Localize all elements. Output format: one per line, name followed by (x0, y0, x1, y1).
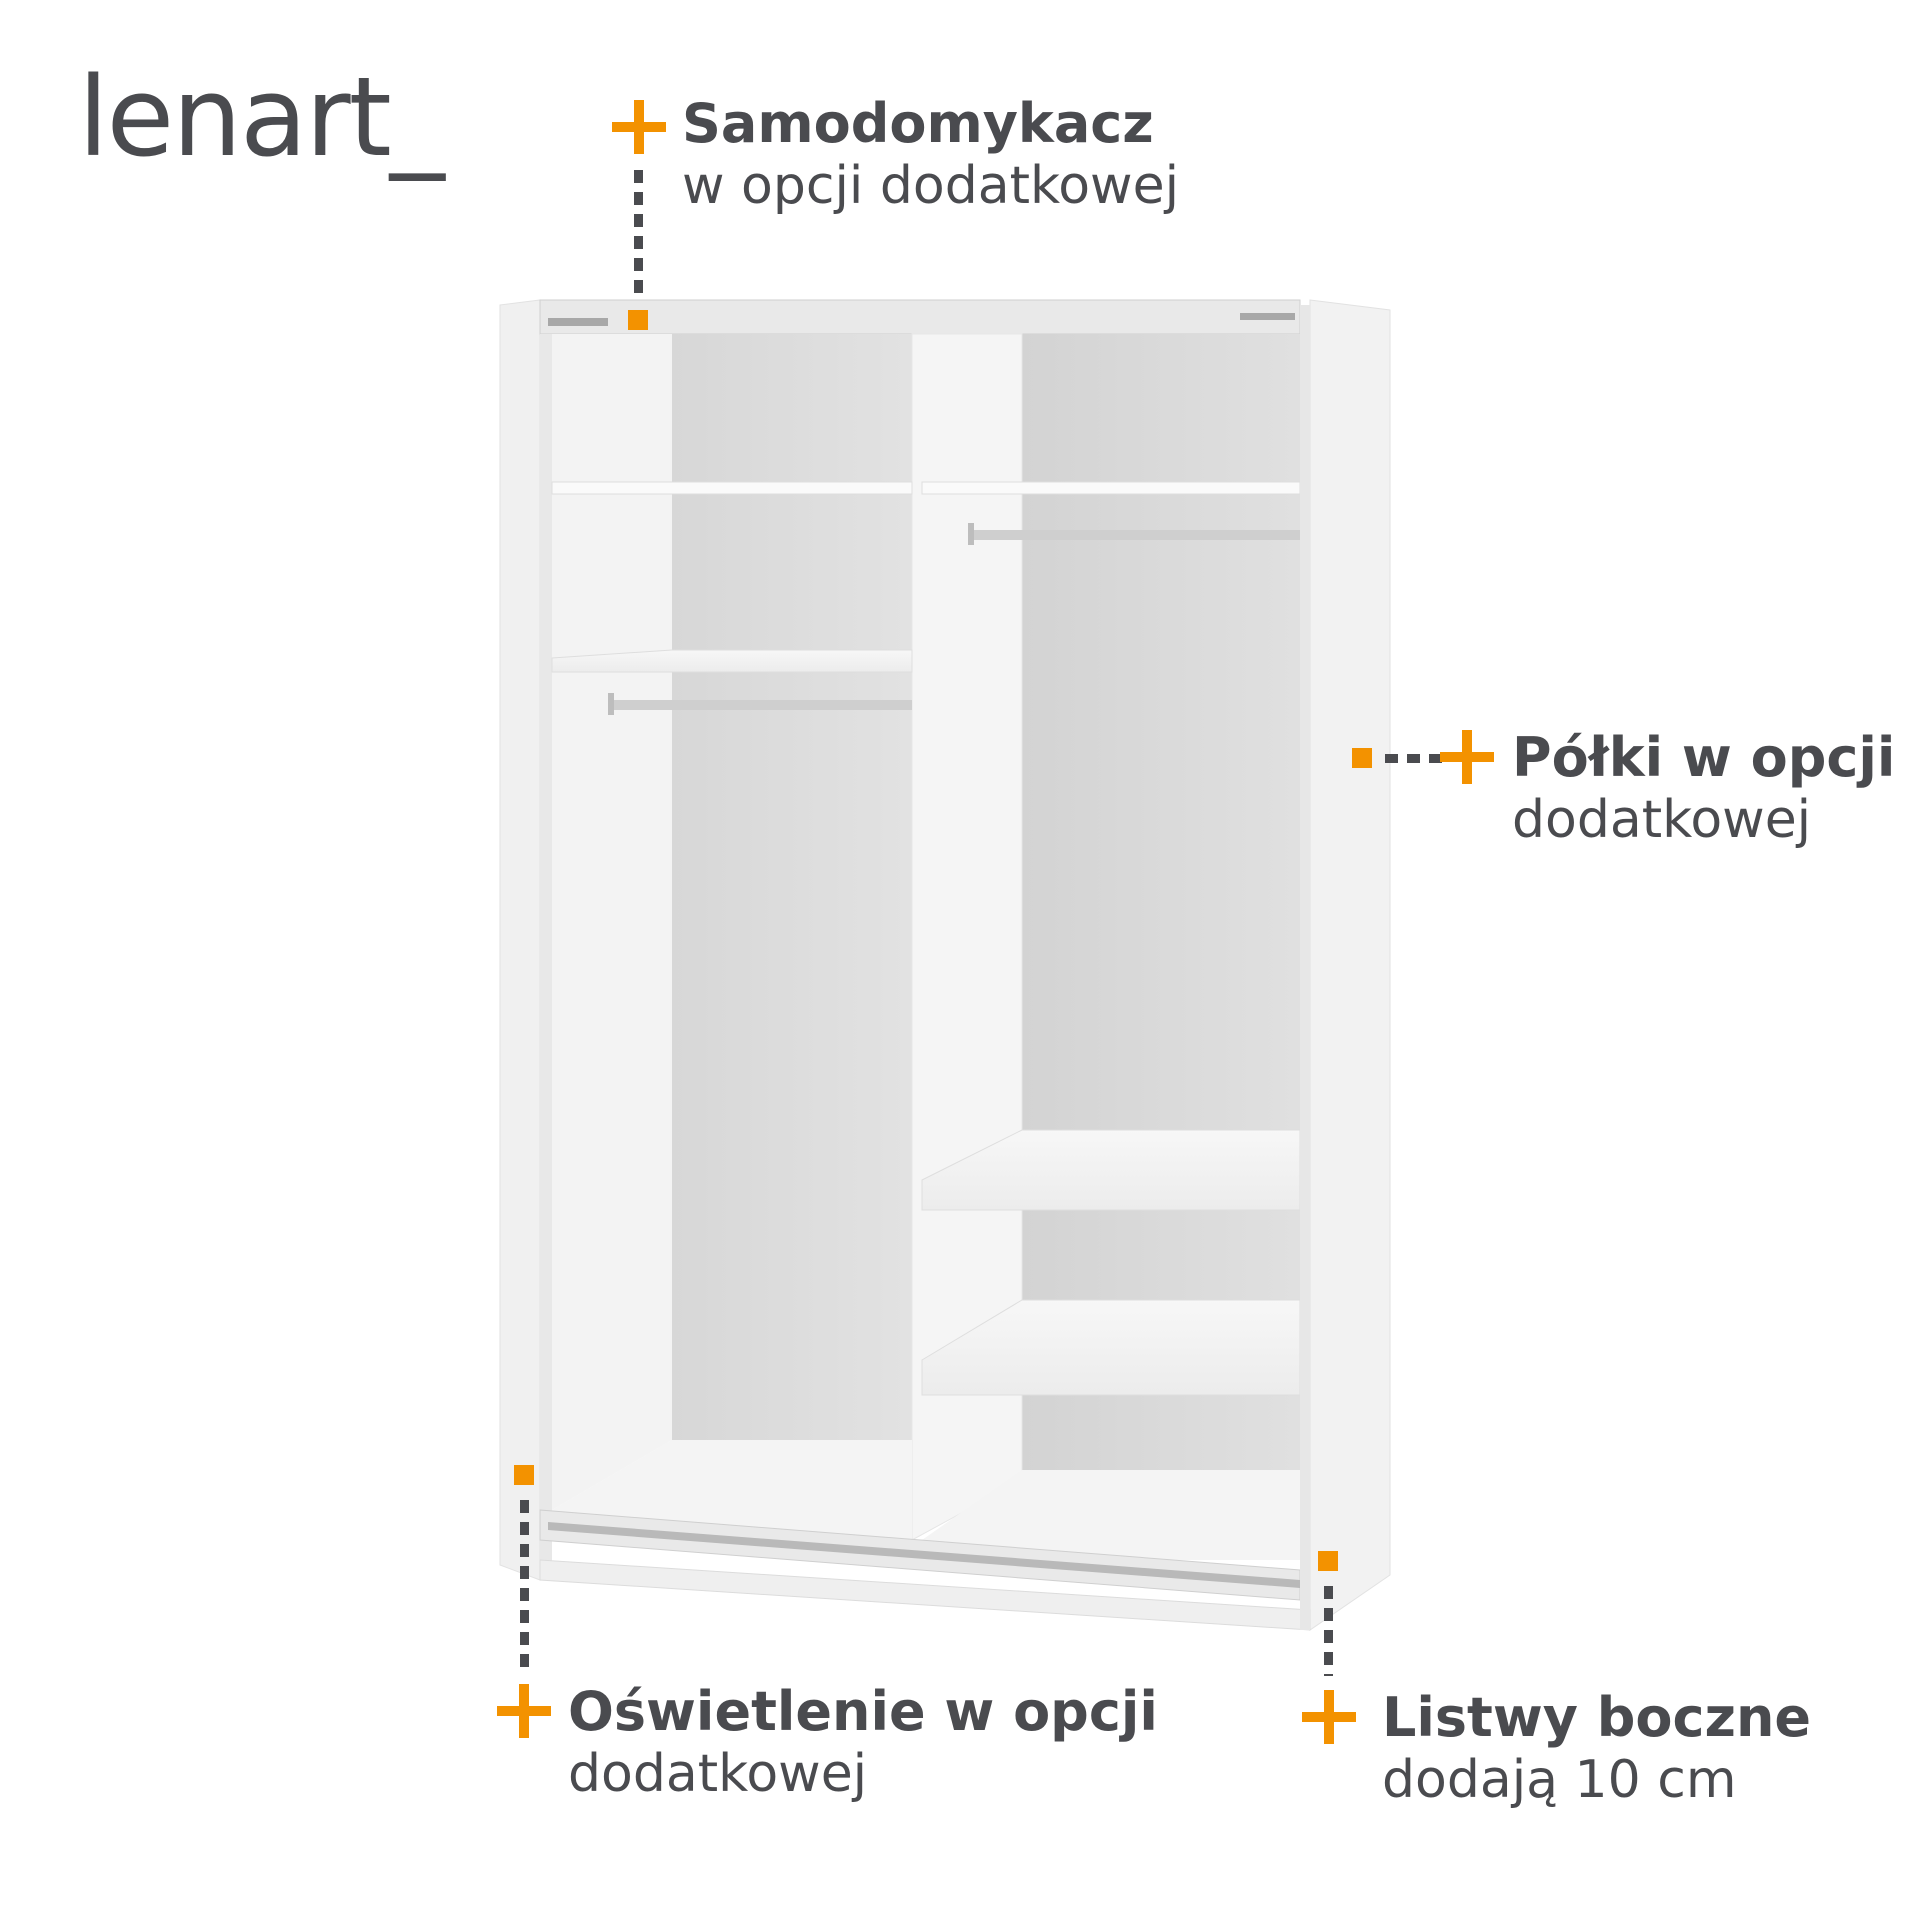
callout-shelves: Półki w opcji dodatkowej (1512, 726, 1895, 851)
dotted-connector (1385, 754, 1443, 763)
marker-shelves (1352, 748, 1372, 768)
callout-title: Listwy boczne (1382, 1686, 1812, 1749)
plus-icon (612, 100, 666, 154)
marker-soft-close (628, 310, 648, 330)
callout-subtitle: dodają 10 cm (1382, 1749, 1737, 1810)
callout-lighting: Oświetlenie w opcji dodatkowej (568, 1680, 1158, 1805)
callout-subtitle: dodatkowej (1512, 789, 1812, 850)
dotted-connector (1324, 1586, 1333, 1676)
brand-logo: lenart_ (78, 53, 445, 181)
plus-icon (497, 1684, 551, 1738)
plus-icon (1440, 730, 1494, 784)
plus-icon (1302, 1690, 1356, 1744)
callout-soft-close: Samodomykacz w opcji dodatkowej (682, 92, 1179, 217)
callout-title: Półki w opcji (1512, 726, 1896, 789)
callout-side-strips: Listwy boczne dodają 10 cm (1382, 1686, 1811, 1811)
callout-title: Oświetlenie w opcji (568, 1680, 1158, 1743)
marker-side-strips (1318, 1551, 1338, 1571)
callout-subtitle: dodatkowej (568, 1743, 868, 1804)
marker-lighting (514, 1465, 534, 1485)
dotted-connector (634, 170, 643, 300)
dotted-connector (520, 1500, 529, 1670)
callout-title: Samodomykacz (682, 92, 1154, 155)
callout-subtitle: w opcji dodatkowej (682, 155, 1180, 216)
